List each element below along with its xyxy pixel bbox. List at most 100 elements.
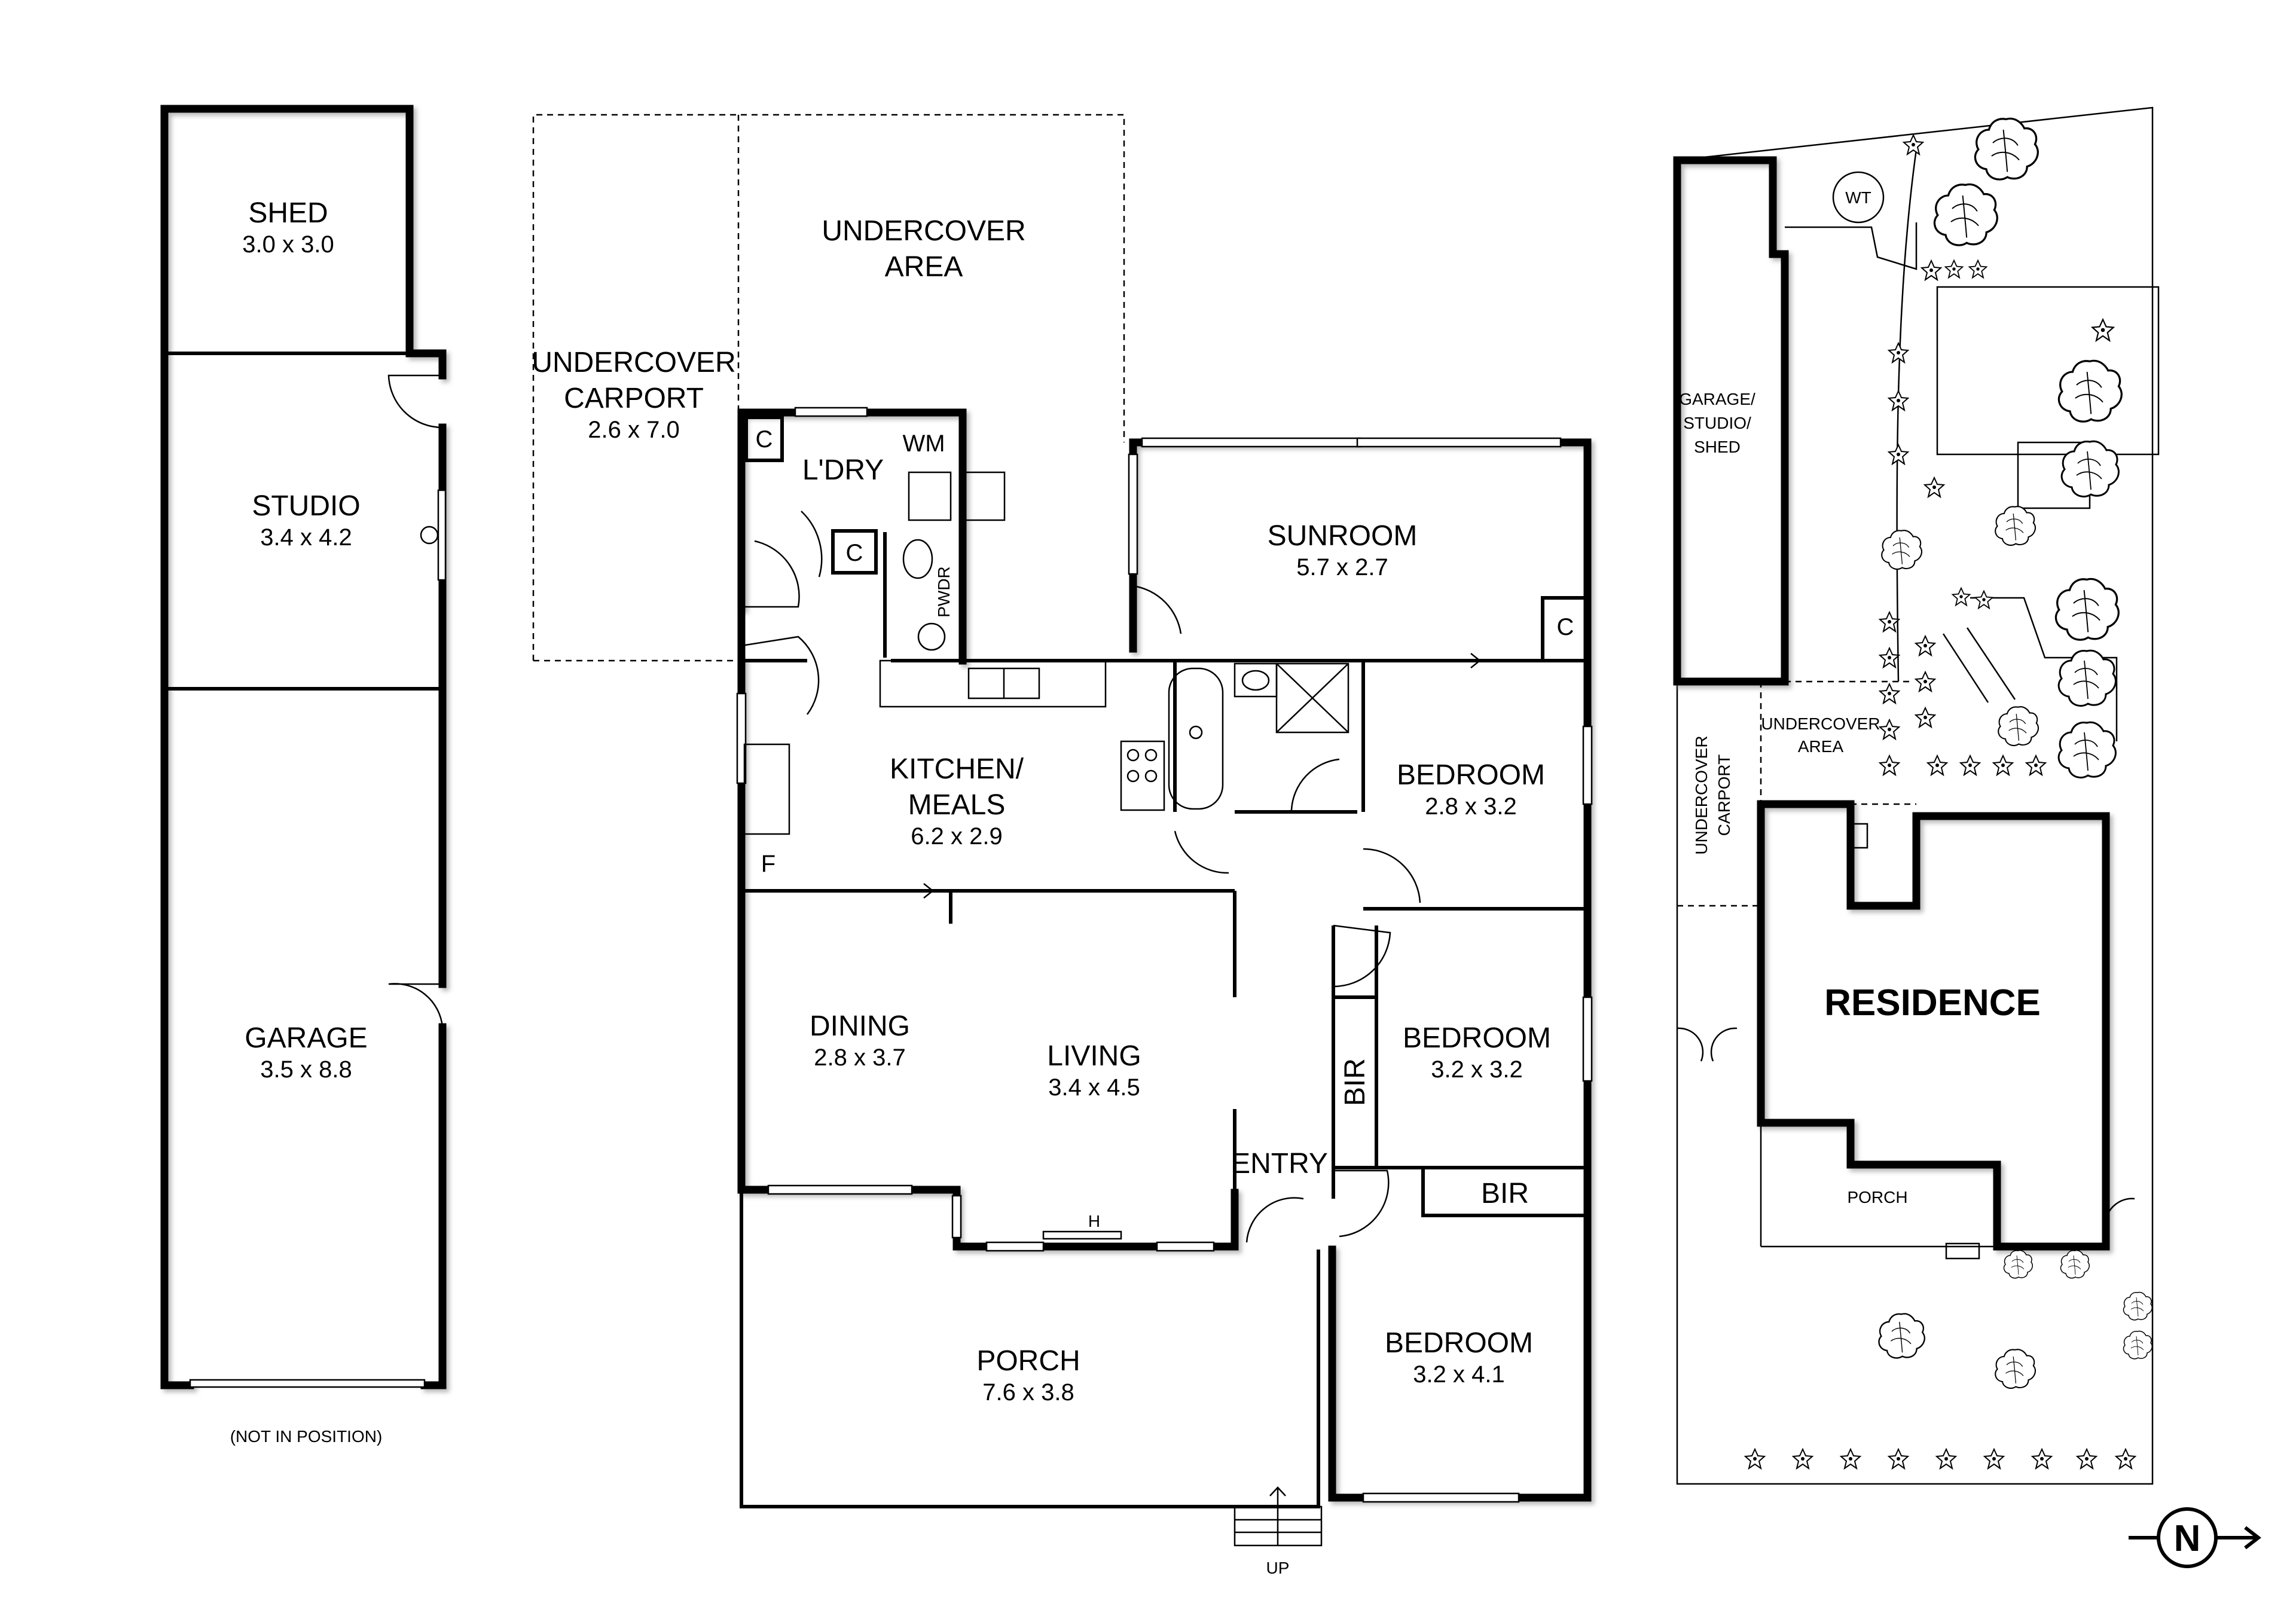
dining-label: DINING <box>810 1010 910 1042</box>
flower-icon <box>1915 707 1935 728</box>
bedroom3-door <box>1333 1169 1390 1238</box>
kitchen-window <box>736 692 747 784</box>
up-label: UP <box>1266 1559 1290 1577</box>
flower-icon <box>1888 343 1909 363</box>
flower-icon <box>1927 755 1947 775</box>
shower <box>1275 662 1349 734</box>
bedroom3-window <box>1362 1492 1520 1503</box>
heater <box>1042 1230 1122 1240</box>
porch-outline <box>740 1190 1320 1508</box>
west-exterior-wall <box>737 656 1239 1251</box>
powder-door <box>801 511 823 578</box>
shower-cross <box>1276 663 1349 733</box>
flower-icon <box>2115 1449 2136 1469</box>
site-garden-bed-2 <box>1936 286 2160 456</box>
tree-icon <box>2057 721 2117 779</box>
studio-door <box>387 374 443 429</box>
kitchen-door <box>741 636 820 715</box>
sunroom-side-window <box>1128 453 1138 575</box>
site-undercover-carport-1: UNDERCOVER <box>1692 735 1711 854</box>
outbuilding-wall-west <box>160 105 194 1389</box>
tree-icon <box>1974 117 2039 181</box>
tree-icon <box>2060 440 2120 498</box>
sunroom-window <box>1356 437 1562 448</box>
undercover-carport-dims: 2.6 x 7.0 <box>588 417 679 443</box>
tree-icon <box>2057 649 2117 707</box>
porch-label: PORCH <box>976 1345 1080 1377</box>
living-side-window <box>951 1195 962 1239</box>
shrub-icon <box>2060 1250 2090 1279</box>
site-undercover-area-2: AREA <box>1798 737 1844 756</box>
sunroom-dims: 5.7 x 2.7 <box>1296 554 1388 581</box>
bathtub <box>1168 667 1224 810</box>
heater-label: H <box>1088 1212 1100 1230</box>
cooktop-burner <box>1126 749 1140 762</box>
flower-icon <box>1879 683 1900 704</box>
flower-icon <box>1960 755 1980 775</box>
tree-icon <box>1933 183 1998 246</box>
entry-door <box>1245 1197 1304 1243</box>
flower-icon <box>2092 319 2114 341</box>
studio-fixture <box>420 526 439 545</box>
flower-icon <box>1745 1449 1765 1469</box>
garage-side-door <box>388 983 444 1028</box>
shed-dims: 3.0 x 3.0 <box>242 231 334 258</box>
residence-label: RESIDENCE <box>1824 982 2041 1024</box>
bedroom3-bir-label: BIR <box>1481 1178 1529 1209</box>
flower-icon <box>1879 719 1900 740</box>
flower-icon <box>1915 671 1935 692</box>
kitchen-label-2: MEALS <box>908 789 1006 821</box>
tree-icon <box>1878 1313 1925 1359</box>
site-path <box>1785 222 1918 270</box>
flower-icon <box>1879 647 1900 668</box>
cooktop-burner <box>1144 749 1158 762</box>
bedroom3-label: BEDROOM <box>1385 1327 1533 1359</box>
laundry-cupboard <box>744 416 784 462</box>
powder-basin <box>917 622 946 651</box>
water-tank <box>1832 171 1885 224</box>
bedroom1-door <box>1363 848 1421 903</box>
flower-icon <box>1921 260 1941 280</box>
laundry-cupboard2 <box>831 529 878 575</box>
bedroom2-window <box>1582 996 1593 1082</box>
bedroom1-label: BEDROOM <box>1397 759 1545 791</box>
tree-icon <box>1995 506 2036 546</box>
flower-icon <box>1903 135 1923 155</box>
laundry-trough <box>908 471 952 521</box>
powder-label: PWDR <box>935 566 953 618</box>
tree-icon <box>2054 578 2120 641</box>
sunroom-label: SUNROOM <box>1268 520 1418 552</box>
porch-dims: 7.6 x 3.8 <box>982 1379 1074 1406</box>
fridge-space <box>743 743 790 835</box>
site-garage-label-2: STUDIO/ <box>1683 414 1751 432</box>
living-dims: 3.4 x 4.5 <box>1048 1074 1140 1101</box>
flower-icon <box>2032 1449 2052 1469</box>
washing-machine-label: WM <box>902 430 945 457</box>
flower-icon <box>1879 612 1900 632</box>
sliding-arrow-icon <box>879 883 935 899</box>
outbuilding-wall-east-lower <box>420 1023 447 1389</box>
tree-icon <box>1881 530 1922 570</box>
flower-icon <box>1984 1449 2004 1469</box>
shrub-icon <box>2123 1291 2152 1321</box>
living-label: LIVING <box>1047 1040 1141 1072</box>
undercover-outline <box>532 114 1125 661</box>
site-side-gate <box>2105 1198 2135 1220</box>
sliding-arrow-icon <box>1459 653 1482 668</box>
site-garden-bed <box>1896 149 1918 682</box>
site-residence-chimney <box>1848 823 1868 849</box>
bedroom2-dims: 3.2 x 3.2 <box>1431 1056 1522 1083</box>
site-undercover-carport-2: CARPORT <box>1715 755 1733 836</box>
toilet <box>902 539 933 579</box>
laundry-door <box>741 540 800 608</box>
tree-icon <box>2057 359 2123 423</box>
site-porch-steps <box>1945 1242 1980 1260</box>
dining-dims: 2.8 x 3.7 <box>814 1044 905 1071</box>
up-arrow-icon <box>1269 1486 1286 1545</box>
undercover-carport-label-2: CARPORT <box>564 383 704 414</box>
flower-icon <box>1952 587 1971 606</box>
bedroom1-window <box>1582 725 1593 805</box>
site-pergola-2 <box>1942 627 2016 703</box>
entry-label: ENTRY <box>1231 1148 1328 1180</box>
hall-door <box>1174 830 1229 874</box>
